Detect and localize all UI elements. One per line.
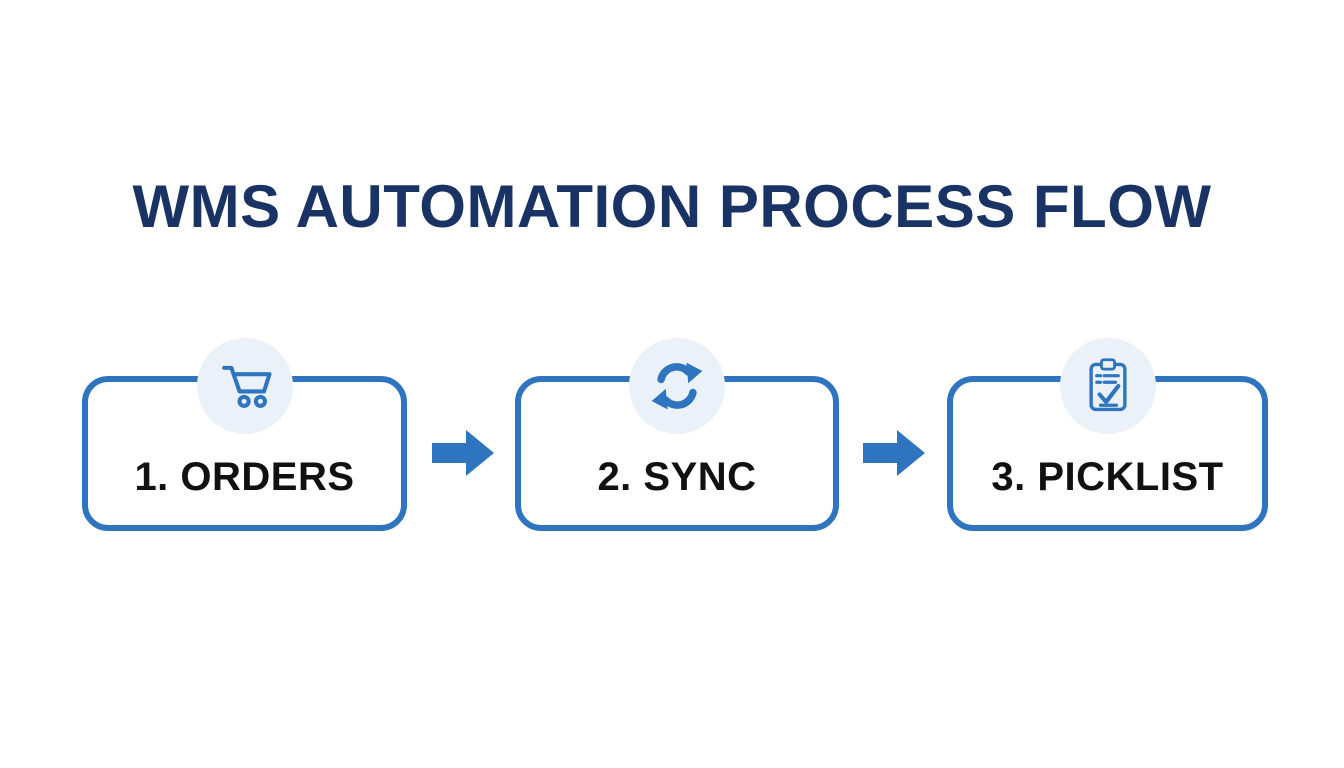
step-label-picklist: 3. PICKLIST bbox=[991, 455, 1224, 499]
diagram-title: WMS AUTOMATION PROCESS FLOW bbox=[132, 173, 1212, 240]
sync-icon bbox=[651, 362, 703, 410]
icon-circle bbox=[1059, 338, 1156, 434]
clipboard-icon bbox=[1088, 358, 1127, 412]
arrow-right-icon bbox=[863, 430, 925, 476]
step-box-picklist: 3. PICKLIST bbox=[947, 338, 1268, 531]
icon-circle bbox=[196, 338, 293, 434]
cart-icon bbox=[221, 365, 272, 408]
step-label-sync: 2. SYNC bbox=[597, 455, 757, 499]
arrow-right-icon bbox=[432, 430, 494, 476]
step-label-orders: 1. ORDERS bbox=[134, 455, 355, 499]
icon-circle bbox=[629, 338, 725, 434]
step-box-orders: 1. ORDERS bbox=[82, 338, 407, 531]
step-box-sync: 2. SYNC bbox=[515, 338, 839, 531]
